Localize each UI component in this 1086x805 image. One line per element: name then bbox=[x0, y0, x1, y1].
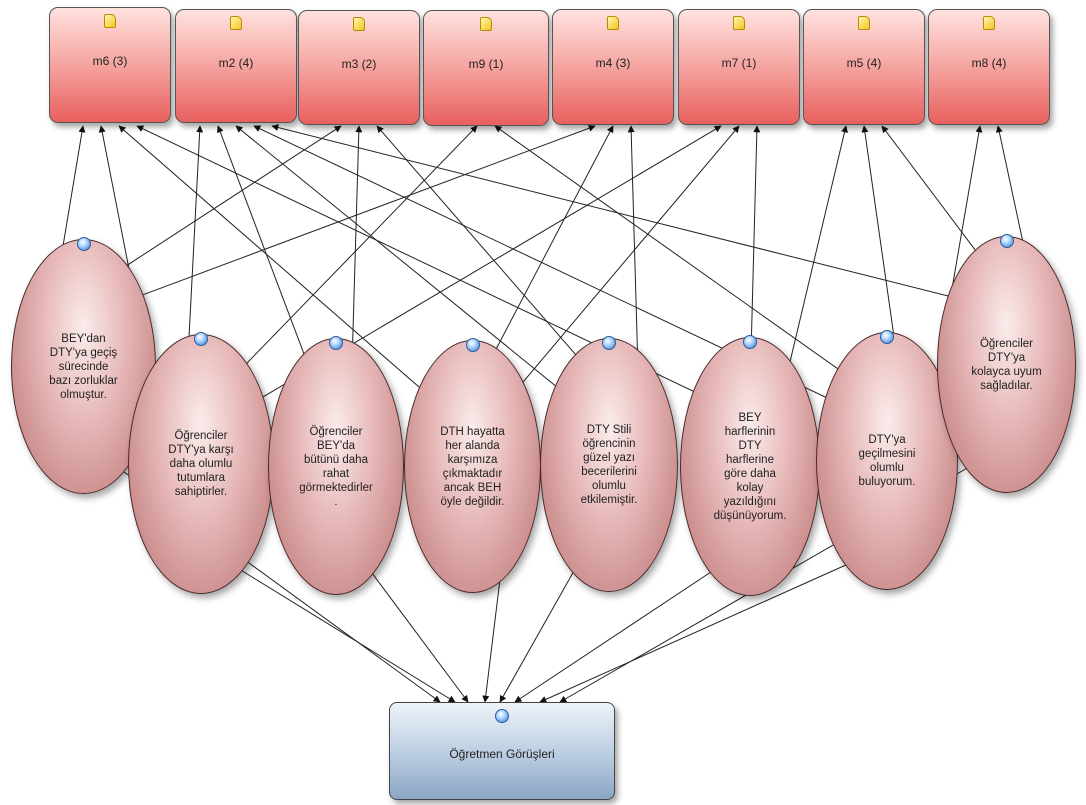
theme-ellipse-7[interactable]: DTY'ya geçilmesini olumlu buluyorum. bbox=[816, 330, 958, 590]
link-arrow-t7-m9 bbox=[494, 125, 873, 394]
code-box-m4[interactable]: m4 (3) bbox=[552, 9, 674, 125]
memo-bubble-icon bbox=[329, 336, 343, 350]
code-label: m6 (3) bbox=[92, 54, 128, 68]
link-arrow-t8-m2 bbox=[271, 124, 977, 304]
theme-ellipse-4[interactable]: DTH hayatta her alanda karşımıza çıkmakt… bbox=[404, 338, 541, 593]
note-icon bbox=[983, 16, 995, 30]
code-box-m2[interactable]: m2 (4) bbox=[175, 9, 297, 123]
theme-ellipse-2[interactable]: Öğrenciler DTY'ya karşı daha olumlu tutu… bbox=[128, 332, 274, 594]
code-label: m7 (1) bbox=[721, 56, 757, 70]
code-box-m3[interactable]: m3 (2) bbox=[298, 10, 420, 125]
code-label: m9 (1) bbox=[468, 57, 504, 71]
memo-bubble-icon bbox=[880, 330, 894, 344]
theme-text: BEY harflerinin DTY harflerine göre daha… bbox=[713, 411, 787, 522]
target-arrow-t4 bbox=[482, 562, 503, 703]
code-box-m7[interactable]: m7 (1) bbox=[678, 9, 800, 125]
link-arrow-t4-m7 bbox=[501, 125, 740, 408]
theme-ellipse-1[interactable]: BEY'dan DTY'ya geçiş sürecinde bazı zorl… bbox=[11, 237, 156, 494]
target-arrow-t5 bbox=[499, 561, 580, 703]
link-arrow-t2-m9 bbox=[215, 125, 478, 396]
code-box-m8[interactable]: m8 (4) bbox=[928, 9, 1050, 125]
code-box-m9[interactable]: m9 (1) bbox=[423, 10, 549, 126]
note-icon bbox=[104, 14, 116, 28]
theme-ellipse-8[interactable]: Öğrenciler DTY'ya kolayca uyum sağladıla… bbox=[937, 234, 1076, 493]
note-icon bbox=[733, 16, 745, 30]
link-arrow-t5-m3 bbox=[376, 125, 610, 394]
memo-bubble-icon bbox=[495, 709, 509, 723]
theme-text: DTH hayatta her alanda karşımıza çıkmakt… bbox=[440, 425, 505, 508]
target-arrow-t3 bbox=[365, 564, 469, 703]
target-box-ogretmen-gorusleri[interactable]: Öğretmen Görüşleri bbox=[389, 702, 615, 800]
target-arrow-t2 bbox=[230, 563, 456, 703]
theme-ellipse-5[interactable]: DTY Stili öğrencinin güzel yazı becerile… bbox=[540, 336, 678, 592]
note-icon bbox=[858, 16, 870, 30]
target-arrow-t6 bbox=[514, 565, 721, 703]
memo-bubble-icon bbox=[194, 332, 208, 346]
note-icon bbox=[353, 17, 365, 31]
target-arrow-t7 bbox=[539, 559, 858, 703]
theme-ellipse-3[interactable]: Öğrenciler BEY'da bütünü daha rahat görm… bbox=[268, 336, 404, 595]
theme-ellipse-6[interactable]: BEY harflerinin DTY harflerine göre daha… bbox=[680, 335, 820, 596]
code-label: m2 (4) bbox=[218, 56, 254, 70]
note-icon bbox=[480, 17, 492, 31]
theme-text: DTY Stili öğrencinin güzel yazı becerile… bbox=[580, 424, 638, 506]
theme-text: Öğrenciler DTY'ya kolayca uyum sağladıla… bbox=[971, 337, 1042, 392]
theme-text: BEY'dan DTY'ya geçiş sürecinde bazı zorl… bbox=[49, 332, 118, 401]
memo-bubble-icon bbox=[743, 335, 757, 349]
code-label: m4 (3) bbox=[595, 56, 631, 70]
link-arrow-t5-m2 bbox=[235, 125, 580, 406]
code-label: m3 (2) bbox=[341, 57, 377, 71]
link-arrow-t1-m4 bbox=[112, 124, 596, 307]
memo-bubble-icon bbox=[76, 237, 91, 251]
memo-bubble-icon bbox=[465, 338, 480, 352]
target-label: Öğretmen Görüşleri bbox=[449, 747, 555, 761]
code-label: m8 (4) bbox=[971, 56, 1007, 70]
memo-bubble-icon bbox=[999, 234, 1014, 248]
note-icon bbox=[230, 16, 242, 30]
theme-text: Öğrenciler DTY'ya karşı daha olumlu tutu… bbox=[168, 430, 234, 498]
link-arrow-t4-m6 bbox=[118, 125, 443, 408]
note-icon bbox=[607, 16, 619, 30]
theme-text: DTY'ya geçilmesini olumlu buluyorum. bbox=[858, 434, 916, 488]
memo-bubble-icon bbox=[602, 336, 616, 350]
link-arrow-t6-m5 bbox=[779, 125, 848, 405]
code-box-m6[interactable]: m6 (3) bbox=[49, 7, 171, 123]
code-label: m5 (4) bbox=[846, 56, 882, 70]
code-box-m5[interactable]: m5 (4) bbox=[803, 9, 925, 125]
theme-text: Öğrenciler BEY'da bütünü daha rahat görm… bbox=[299, 425, 373, 508]
